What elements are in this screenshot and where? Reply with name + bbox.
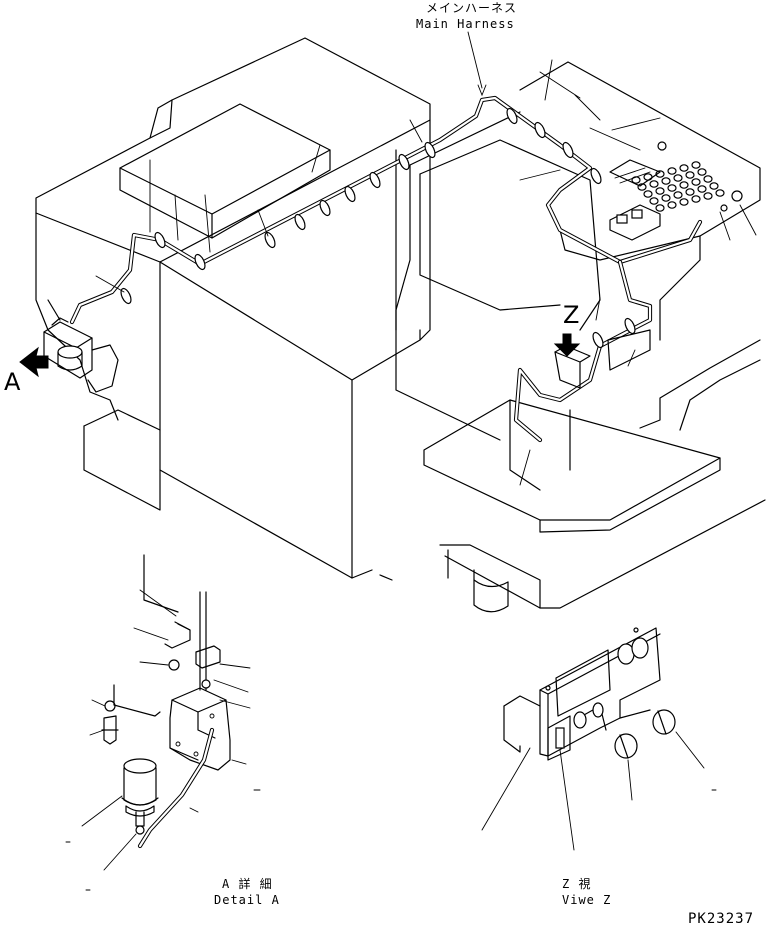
machine-body-left <box>35 37 431 581</box>
harness-label-en: Main Harness <box>416 17 515 31</box>
arrow-a <box>19 346 49 378</box>
view-a-marker: A <box>4 368 21 396</box>
part-number: PK23237 <box>688 911 755 927</box>
detail-a-drawing <box>101 554 231 849</box>
leader-lines-viewz <box>481 731 717 851</box>
view-z-label-en: Viwe Z <box>562 893 612 907</box>
leader-lines-detail <box>65 589 261 891</box>
detail-a-label-jp: A 詳 細 <box>222 877 273 891</box>
detail-a-label-en: Detail A <box>214 893 280 907</box>
switch-cluster <box>589 127 743 241</box>
view-z-marker: Z <box>563 301 580 329</box>
leader-lines-main <box>95 31 757 486</box>
view-z-drawing <box>503 627 676 761</box>
arrow-z <box>553 333 581 357</box>
harness-label-jp: メインハーネス <box>426 1 518 15</box>
beacon-mount <box>43 317 119 393</box>
main-harness <box>69 95 703 443</box>
console-right <box>395 61 766 613</box>
view-z-label-jp: Z 視 <box>562 877 592 891</box>
